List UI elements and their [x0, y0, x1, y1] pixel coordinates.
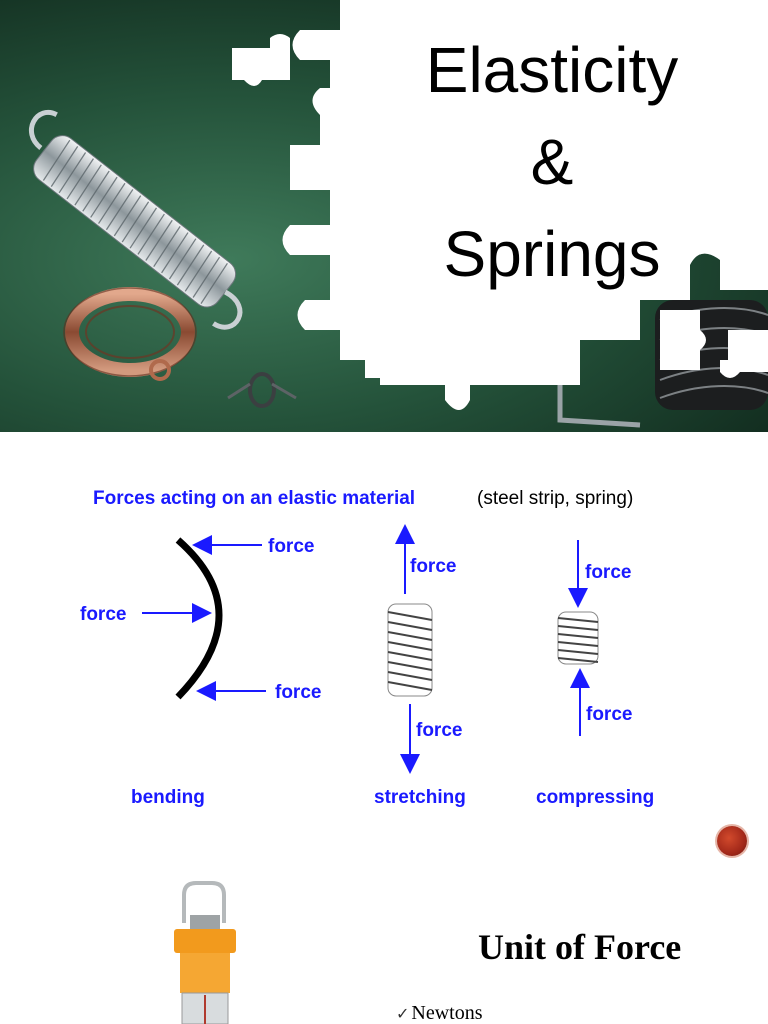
- force-label-stretch-down: force: [416, 720, 462, 741]
- caption-bending: bending: [131, 787, 205, 808]
- force-label-compress-bottom: force: [586, 704, 632, 725]
- slide-title: Elasticity & Springs: [392, 24, 712, 300]
- diagram-subtitle: (steel strip, spring): [477, 488, 633, 509]
- spring-balance-image: [174, 881, 236, 1024]
- compressed-spring: [557, 611, 599, 665]
- forces-diagram: Forces acting on an elastic material (st…: [80, 488, 654, 808]
- force-label-bend-bottom: force: [275, 682, 321, 703]
- forces-slide: Forces acting on an elastic material (st…: [0, 432, 768, 879]
- title-line-3: Springs: [443, 218, 661, 290]
- unit-of-force-slide: Unit of Force ✓Newtons: [0, 879, 768, 1024]
- force-label-stretch-up: force: [410, 556, 456, 577]
- force-label-compress-top: force: [585, 562, 631, 583]
- caption-compressing: compressing: [536, 787, 654, 808]
- force-label-bend-top: force: [268, 536, 314, 557]
- bullet-newtons: ✓Newtons: [396, 1002, 483, 1024]
- force-label-bend-middle: force: [80, 604, 126, 625]
- unit-of-force-title: Unit of Force: [478, 927, 682, 967]
- slide-nav-button[interactable]: [717, 826, 747, 856]
- bullet-newtons-text: Newtons: [411, 1002, 483, 1024]
- stretched-spring: [387, 603, 433, 697]
- diagram-title: Forces acting on an elastic material: [93, 488, 415, 509]
- title-slide: Elasticity & Springs: [0, 0, 768, 432]
- puzzle-overlay: [232, 0, 768, 410]
- torsion-spring: [227, 372, 297, 408]
- caption-stretching: stretching: [374, 787, 466, 808]
- steel-spring: [28, 110, 243, 330]
- checkmark-icon: ✓: [396, 1006, 410, 1023]
- title-line-1: Elasticity: [425, 34, 679, 106]
- springs-photo: [28, 0, 768, 428]
- copper-spring: [63, 287, 197, 381]
- title-line-2: &: [530, 126, 574, 198]
- steel-strip: [175, 537, 223, 700]
